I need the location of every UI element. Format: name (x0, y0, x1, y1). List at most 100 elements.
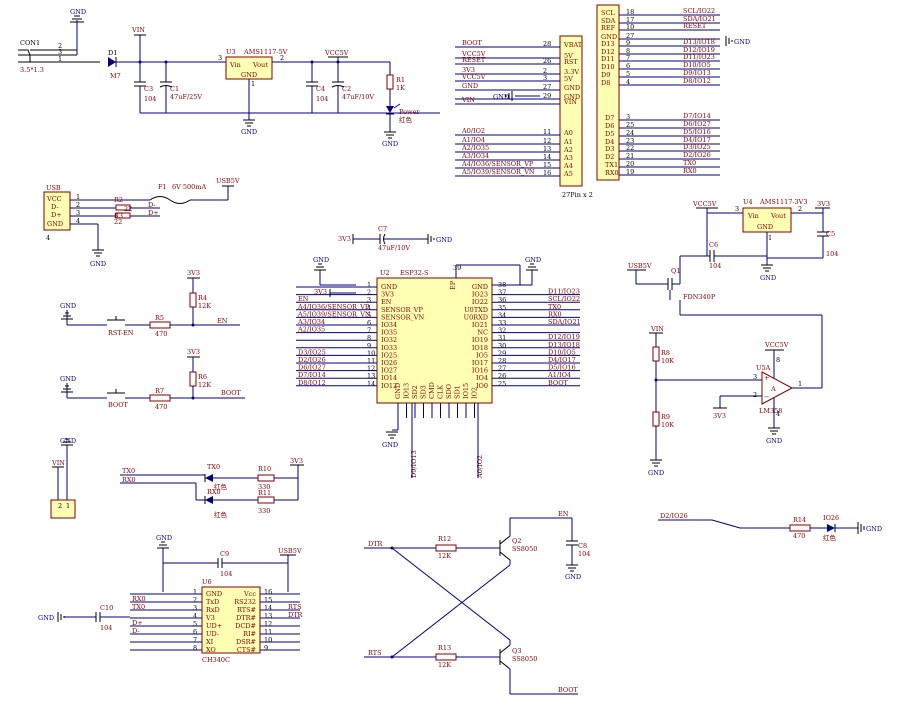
esp-left-pin: 4 (367, 304, 371, 312)
u6-right-net: RTS (288, 603, 302, 611)
esp-bottom-label: SD1 (454, 385, 462, 399)
header-left-net: A2/IO35 (461, 144, 489, 152)
dtr-label: DTR (368, 540, 384, 548)
header-left-label: A1 (563, 138, 573, 146)
esp-bottom-label: IO15 (462, 383, 470, 399)
u4-pin2: 2 (798, 205, 802, 213)
header-right-net-bot: D7/IO14 (683, 112, 711, 120)
u5-pin2: 2 (753, 391, 757, 399)
r12-value: 12K (438, 552, 451, 560)
gnd-label-usb: GND (90, 260, 106, 268)
header-left-label: 5V (564, 75, 573, 83)
esp-left-label: GND (381, 283, 397, 291)
esp-left-net: D3/IO25 (298, 348, 326, 356)
u6-value: CH340C (202, 656, 230, 664)
header-right-pin-bot: 3 (626, 113, 630, 121)
header-right-label: GND (601, 33, 617, 41)
u6-left-pin: 5 (193, 620, 197, 628)
button-section: 3V3 R4 12K EN R5 470 RST-EN GND 3V3 R6 1… (60, 269, 245, 411)
header-right-net-bot: D5/IO16 (683, 128, 711, 136)
esp-right-pin: 30 (498, 342, 506, 350)
header-left-pin: 2 (543, 67, 547, 75)
u6-left-pin: 4 (193, 612, 197, 620)
c1-value: 47uF/25V (170, 93, 202, 101)
esp-left-net: A4/IO36/SENSOR_VP (297, 303, 370, 311)
3v3-label-esp: 3V3 (314, 288, 327, 296)
c2-value: 47uF/10V (342, 93, 374, 101)
u6-left-label: GND (206, 590, 222, 598)
r4-ref: R4 (198, 294, 207, 302)
esp-right-net: D5/IO16 (548, 364, 576, 372)
esp32-ref: U2 (380, 269, 390, 277)
header-right-net: D12/IO19 (683, 46, 715, 54)
esp32-section: U2 ESP32-S EP 39 GND13V32EN3ENSENSOR_VP4… (296, 256, 581, 479)
r13-ref: R13 (438, 644, 451, 652)
header-left-label: GND (564, 84, 580, 92)
header-right-label-bot: TX1 (605, 161, 618, 169)
esp-left-pin: 7 (367, 327, 371, 335)
c4-value: 104 (316, 95, 328, 103)
esp-bottom-label: SDO (445, 384, 453, 399)
c5-ref: C5 (826, 230, 835, 238)
jvin-pin1: 1 (66, 502, 70, 510)
c4-ref: C4 (316, 85, 325, 93)
esp-left-pin: 8 (367, 334, 371, 342)
gnd-label-jvin: GND (60, 437, 76, 445)
f1-ref: F1 (158, 183, 167, 191)
header-left-net: VCC5V (461, 50, 486, 58)
u6-left-pin: 7 (193, 636, 197, 644)
con1-pin3: 3 (58, 48, 62, 56)
f1-value: 6V 500mA (172, 183, 206, 191)
header-right-label: D12 (601, 48, 614, 56)
esp-right-pin: 37 (498, 289, 506, 297)
esp-right-label: IO17 (472, 359, 488, 367)
u4-pin1: 1 (768, 234, 772, 242)
esp-right-pin: 32 (498, 327, 506, 335)
usb-num-3: 3 (76, 209, 80, 217)
boot-net-label: BOOT (221, 389, 242, 397)
usb-ref: USB (46, 184, 61, 192)
con1-ref: CON1 (20, 39, 40, 47)
c8-value: 104 (578, 550, 590, 558)
gnd-label-esp-left: GND (313, 256, 329, 264)
header-right-net-bot: D6/IO27 (683, 120, 711, 128)
r10-value: 330 (258, 483, 270, 491)
u3-ref: U3 (226, 48, 236, 56)
io26-led-ref: IO26 (823, 514, 839, 522)
header-right-label-bot: RX0 (605, 169, 619, 177)
esp-left-label: SENSOR_VN (381, 313, 425, 321)
u6-right-pin: 16 (264, 588, 272, 596)
esp-left-net: D2/IO26 (298, 356, 326, 364)
esp-left-pin: 3 (367, 296, 371, 304)
header-right-net: D8/IO12 (683, 77, 711, 85)
u4-gnd: GND (757, 223, 773, 231)
usb5v-label-ch340: USB5V (278, 547, 302, 555)
u6-right-pin: 11 (264, 628, 272, 636)
esp-left-label: IO35 (381, 329, 397, 337)
gnd-label-u3: GND (241, 128, 257, 136)
header-left-net: 3V3 (462, 66, 475, 74)
power-input-section: GND CON1 3.5*1.3 2 3 1 D1 M7 VIN C3 104 (18, 8, 440, 148)
esp-right-pin: 31 (498, 334, 506, 342)
esp-left-net: A5/IO39/SENSOR_VN (297, 310, 371, 318)
3v3-label-leds: 3V3 (290, 457, 303, 465)
header-left-net: VCC5V (461, 73, 486, 81)
gnd-label-header-left: GND (493, 93, 509, 101)
esp-left-pin: 5 (367, 311, 371, 319)
esp-right-pin: 27 (498, 365, 506, 373)
esp-left-label: EN (381, 298, 392, 306)
u3-vout-label: Vout (252, 61, 268, 69)
header-left-body (559, 35, 583, 187)
esp-net-d9: D9/IO13 (410, 450, 418, 478)
usb-pin-gnd: GND (47, 220, 63, 228)
u3-pin1: 1 (251, 80, 255, 88)
r14-value: 470 (793, 532, 805, 540)
esp-left-net: D7/IO14 (298, 371, 326, 379)
r14-ref: R14 (793, 516, 806, 524)
header-left-pin: 28 (543, 40, 551, 48)
esp-left-label: IO32 (381, 336, 397, 344)
esp-right-label: U0TXD (464, 306, 488, 314)
header-right-net-bot: D4/IO17 (683, 136, 711, 144)
header-left-net: BOOT (462, 39, 483, 47)
u6-right-net: DTR (288, 611, 304, 619)
